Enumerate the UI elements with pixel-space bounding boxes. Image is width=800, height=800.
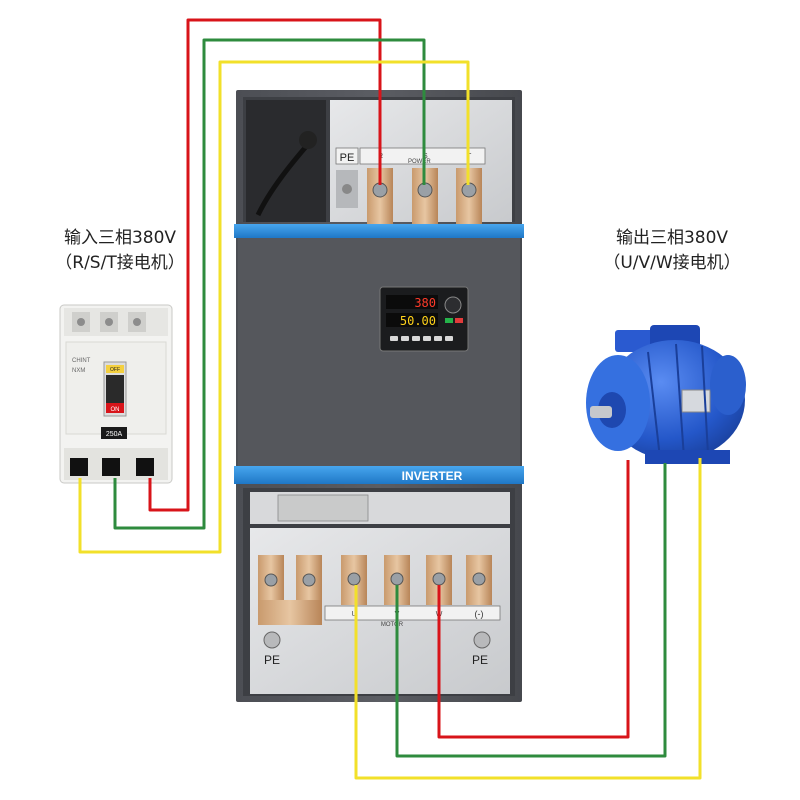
pe-left-label: PE <box>264 653 280 667</box>
control-keypad[interactable]: 380 50.00 <box>379 286 469 352</box>
breaker-on-label: ON <box>111 407 120 413</box>
output-wire-green <box>395 463 667 758</box>
inverter-band <box>234 466 524 484</box>
output-terminal-compartment: U V W (-) MOTOR PE PE <box>243 488 515 696</box>
output-wire-yellow <box>354 458 702 780</box>
pe-right-label: PE <box>472 653 488 667</box>
output-terminal-u <box>341 555 367 605</box>
breaker-toggle[interactable]: OFF ON <box>103 361 127 417</box>
inverter-cabinet: PE R S T POWER <box>234 90 524 702</box>
output-terminal-bus <box>258 555 322 625</box>
control-terminal-block <box>277 494 369 522</box>
breaker-off-label: OFF <box>110 367 120 373</box>
output-terminal-v <box>384 555 410 605</box>
input-wire-yellow <box>78 60 470 554</box>
display-bottom-value: 50.00 <box>400 314 436 328</box>
wires <box>78 18 702 780</box>
stop-button[interactable] <box>455 318 463 323</box>
motor-label: MOTOR <box>381 622 404 628</box>
inverter-label: INVERTER <box>402 469 463 483</box>
breaker-rating: 250A <box>106 431 123 438</box>
input-wire-red <box>148 18 382 512</box>
input-caption-line1: 输入三相380V <box>63 228 177 248</box>
run-button[interactable] <box>445 318 453 323</box>
input-wire-green <box>113 38 426 530</box>
breaker-model: NXM <box>72 368 85 374</box>
input-pe-label: PE <box>340 152 355 164</box>
output-terminal-letter: U <box>351 611 356 618</box>
motor-shaft <box>590 406 612 418</box>
output-caption: 输出三相380V （U/V/W接电机） <box>582 226 762 276</box>
power-label: POWER <box>408 159 431 165</box>
input-caption: 输入三相380V （R/S/T接电机） <box>40 226 200 276</box>
electric-motor <box>586 325 746 464</box>
output-terminal-minus <box>466 555 492 605</box>
motor-nameplate <box>681 389 711 413</box>
output-wire-red <box>437 460 630 739</box>
output-caption-line1: 输出三相380V <box>615 228 729 248</box>
display-top-value: 380 <box>414 296 436 310</box>
top-accent-band <box>234 224 524 238</box>
input-caption-line2: （R/S/T接电机） <box>55 253 185 273</box>
minus-label: (-) <box>475 609 484 619</box>
circuit-breaker: CHINT NXM OFF ON 250A <box>59 304 173 484</box>
dial-knob[interactable] <box>444 296 462 314</box>
output-caption-line2: （U/V/W接电机） <box>603 253 741 273</box>
front-panel <box>238 238 520 466</box>
breaker-brand: CHINT <box>72 358 91 364</box>
